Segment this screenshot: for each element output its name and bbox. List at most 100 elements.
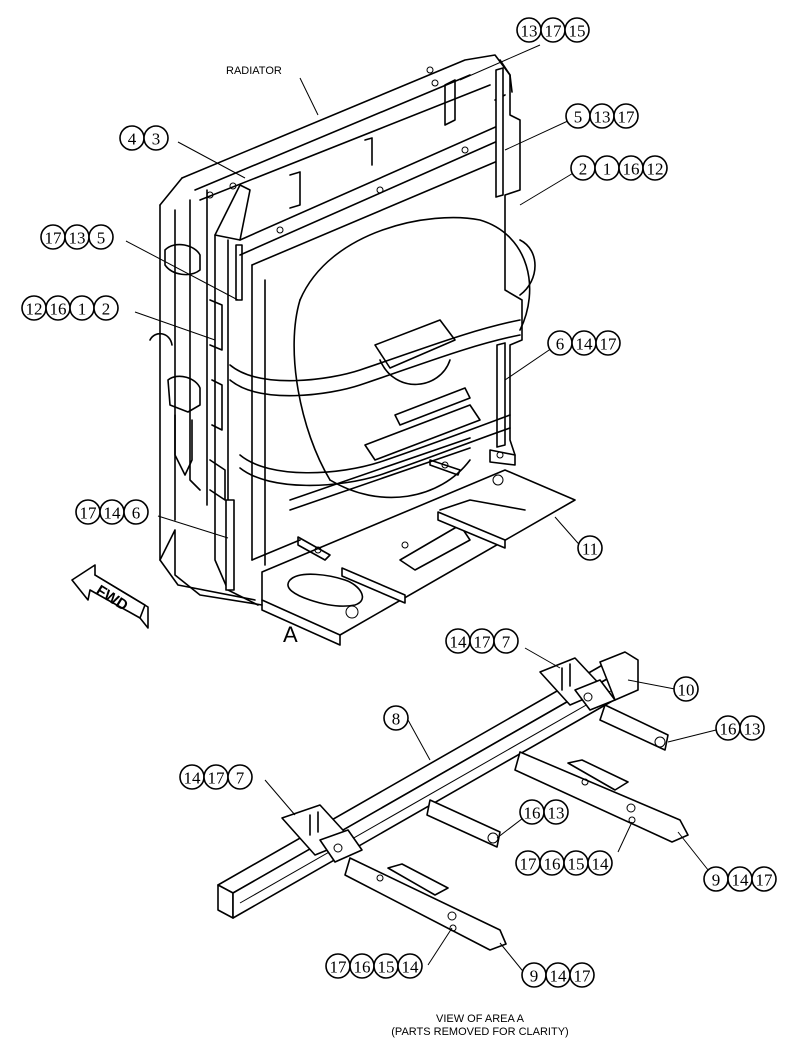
part-number: 17 bbox=[756, 871, 774, 890]
part-number: 17 bbox=[330, 958, 348, 977]
part-number: 7 bbox=[502, 633, 511, 652]
part-number: 14 bbox=[450, 633, 468, 652]
part-number: 17 bbox=[208, 769, 226, 788]
callout-bubble bbox=[739, 715, 765, 741]
area-a-detail bbox=[217, 651, 689, 951]
part-number: 16 bbox=[354, 958, 371, 977]
callout-bubble bbox=[383, 705, 409, 731]
part-number: 14 bbox=[592, 855, 610, 874]
part-number: 16 bbox=[544, 855, 561, 874]
part-number: 13 bbox=[548, 804, 565, 823]
view-title: VIEW OF AREA A bbox=[436, 1013, 525, 1025]
part-number: 13 bbox=[69, 229, 86, 248]
part-number: 5 bbox=[97, 229, 106, 248]
callout-bubble bbox=[543, 799, 569, 825]
part-number: 17 bbox=[618, 108, 636, 127]
callout-bubble bbox=[673, 676, 699, 702]
callout-c19: 9 14 17 bbox=[521, 962, 595, 988]
part-number: 13 bbox=[744, 720, 761, 739]
part-number: 14 bbox=[184, 769, 202, 788]
callout-c8: 17 14 6 bbox=[75, 499, 149, 525]
callout-bubble bbox=[143, 125, 169, 151]
part-number: 6 bbox=[556, 335, 565, 354]
part-number: 16 bbox=[720, 720, 737, 739]
callout-bubble bbox=[123, 499, 149, 525]
part-number: 1 bbox=[603, 160, 612, 179]
callout-c1: 13 17 15 bbox=[516, 17, 590, 43]
fwd-arrow-icon: FWD bbox=[71, 564, 149, 629]
part-number: 11 bbox=[582, 540, 598, 559]
callout-bubble bbox=[564, 17, 590, 43]
view-subtitle: (PARTS REMOVED FOR CLARITY) bbox=[391, 1026, 568, 1038]
part-number: 14 bbox=[732, 871, 750, 890]
callout-c3: 5 13 17 bbox=[565, 103, 639, 129]
part-number: 9 bbox=[712, 871, 721, 890]
part-number: 17 bbox=[474, 633, 492, 652]
part-number: 15 bbox=[378, 958, 395, 977]
callout-bubble bbox=[587, 850, 613, 876]
part-number: 8 bbox=[392, 710, 401, 729]
callout-bubble bbox=[493, 628, 519, 654]
part-number: 17 bbox=[520, 855, 538, 874]
callout-bubble bbox=[642, 155, 668, 181]
part-number: 16 bbox=[623, 160, 640, 179]
callout-c5: 17 13 5 bbox=[40, 224, 114, 250]
part-number: 15 bbox=[569, 22, 586, 41]
callout-bubble bbox=[227, 764, 253, 790]
callout-c14: 14 17 7 bbox=[179, 764, 253, 790]
callout-bubble bbox=[88, 224, 114, 250]
part-number: 10 bbox=[678, 681, 695, 700]
part-number: 17 bbox=[574, 967, 592, 986]
callout-bubble bbox=[577, 535, 603, 561]
part-number: 2 bbox=[102, 300, 111, 319]
part-number: 5 bbox=[574, 108, 583, 127]
callout-c9: 11 bbox=[577, 535, 603, 561]
area-a-label: A bbox=[283, 622, 298, 647]
radiator-label: RADIATOR bbox=[226, 65, 282, 77]
callout-c11: 10 bbox=[673, 676, 699, 702]
part-number: 9 bbox=[530, 967, 539, 986]
callout-bubble bbox=[613, 103, 639, 129]
part-number: 6 bbox=[132, 504, 141, 523]
part-number: 16 bbox=[50, 300, 67, 319]
callout-c12: 8 bbox=[383, 705, 409, 731]
part-number: 14 bbox=[104, 504, 122, 523]
radiator-assembly bbox=[149, 54, 576, 646]
part-number: 14 bbox=[550, 967, 568, 986]
part-number: 17 bbox=[45, 229, 63, 248]
callout-bubble bbox=[595, 330, 621, 356]
callout-bubble bbox=[397, 953, 423, 979]
part-number: 12 bbox=[647, 160, 664, 179]
part-number: 1 bbox=[78, 300, 87, 319]
part-number: 14 bbox=[402, 958, 420, 977]
part-number: 16 bbox=[524, 804, 541, 823]
part-number: 4 bbox=[128, 130, 137, 149]
callout-bubble bbox=[569, 962, 595, 988]
part-number: 13 bbox=[594, 108, 611, 127]
part-number: 2 bbox=[579, 160, 588, 179]
part-number: 3 bbox=[152, 130, 161, 149]
part-number: 13 bbox=[521, 22, 538, 41]
part-number: 15 bbox=[568, 855, 585, 874]
part-number: 17 bbox=[545, 22, 563, 41]
part-number: 7 bbox=[236, 769, 245, 788]
part-number: 17 bbox=[600, 335, 618, 354]
callout-c16: 17 16 15 14 bbox=[515, 850, 613, 876]
callout-bubble bbox=[93, 295, 119, 321]
callout-c7: 6 14 17 bbox=[547, 330, 621, 356]
part-number: 14 bbox=[576, 335, 594, 354]
callout-c18: 17 16 15 14 bbox=[325, 953, 423, 979]
callout-bubble bbox=[751, 866, 777, 892]
callout-c17: 9 14 17 bbox=[703, 866, 777, 892]
part-number: 12 bbox=[26, 300, 43, 319]
part-number: 17 bbox=[80, 504, 98, 523]
callout-c10: 14 17 7 bbox=[445, 628, 519, 654]
